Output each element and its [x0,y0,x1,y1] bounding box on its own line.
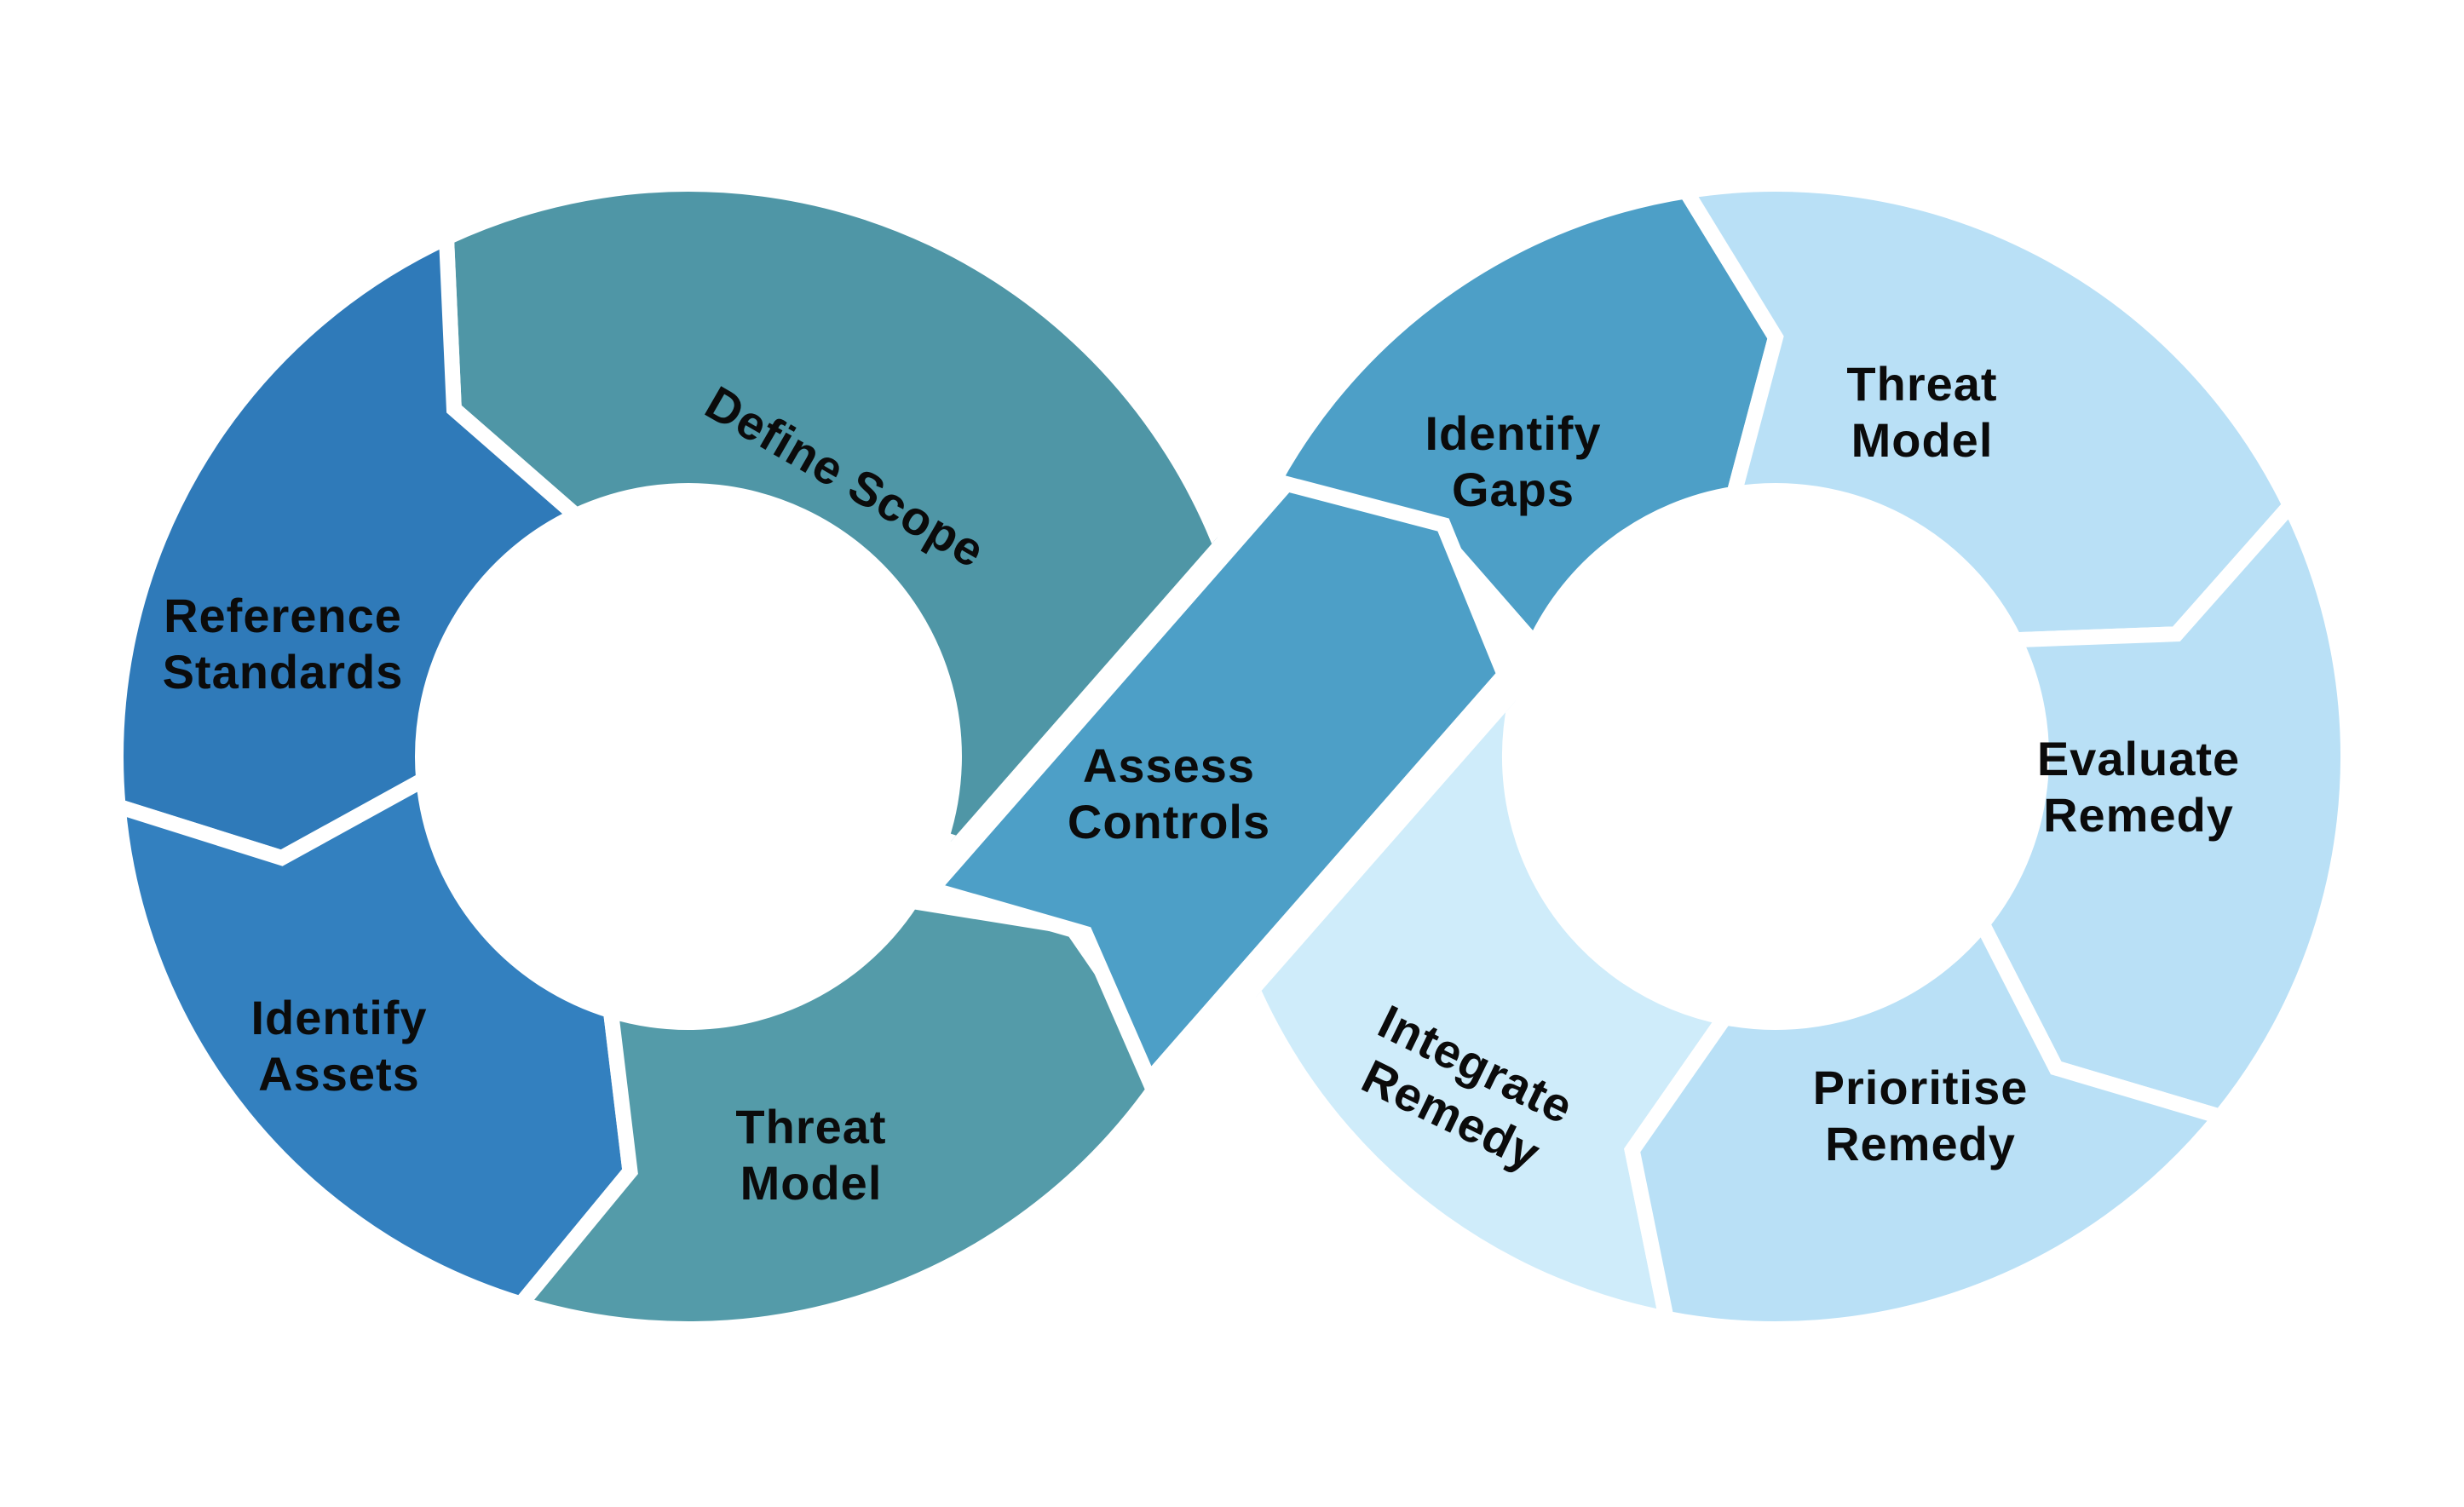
prioritise-remedy-line2: Remedy [1825,1117,2016,1171]
identify-gaps-line1: Identify [1425,406,1601,460]
assess-controls-line2: Controls [1068,795,1270,848]
segment-identify-assets [109,767,638,1313]
label-prioritise-remedy: Prioritise Remedy [1813,1061,2029,1171]
evaluate-remedy-line2: Remedy [2043,788,2234,842]
prioritise-remedy-line1: Prioritise [1813,1061,2029,1114]
threat-model-left-line2: Model [740,1156,883,1210]
segment-threat-model-left [507,893,1178,1337]
assess-controls-line1: Assess [1083,739,1255,792]
reference-standards-line2: Standards [163,645,404,699]
reference-standards-line1: Reference [164,589,402,642]
label-evaluate-remedy: Evaluate Remedy [2037,732,2240,842]
label-identify-assets: Identify Assets [250,991,427,1101]
label-identify-gaps: Identify Gaps [1425,406,1601,516]
segment-threat-model-right [1673,176,2300,648]
label-threat-model-right: Threat Model [1846,357,1997,467]
threat-model-left-line1: Threat [735,1100,886,1153]
label-threat-model-left: Threat Model [735,1100,886,1210]
threat-model-right-line1: Threat [1846,357,1997,411]
segment-evaluate-remedy [1972,492,2356,1126]
segment-prioritise-remedy [1624,909,2234,1337]
identify-assets-line2: Assets [258,1047,420,1101]
segment-reference-standards [108,226,590,866]
evaluate-remedy-line1: Evaluate [2037,732,2240,785]
identify-gaps-line2: Gaps [1452,463,1575,516]
segment-assess-controls [918,475,1514,1095]
segment-identify-gaps [1245,182,1784,659]
label-assess-controls: Assess Controls [1068,739,1270,848]
threat-model-right-line2: Model [1851,413,1994,467]
label-reference-standards: Reference Standards [163,589,404,699]
identify-assets-line1: Identify [250,991,427,1044]
